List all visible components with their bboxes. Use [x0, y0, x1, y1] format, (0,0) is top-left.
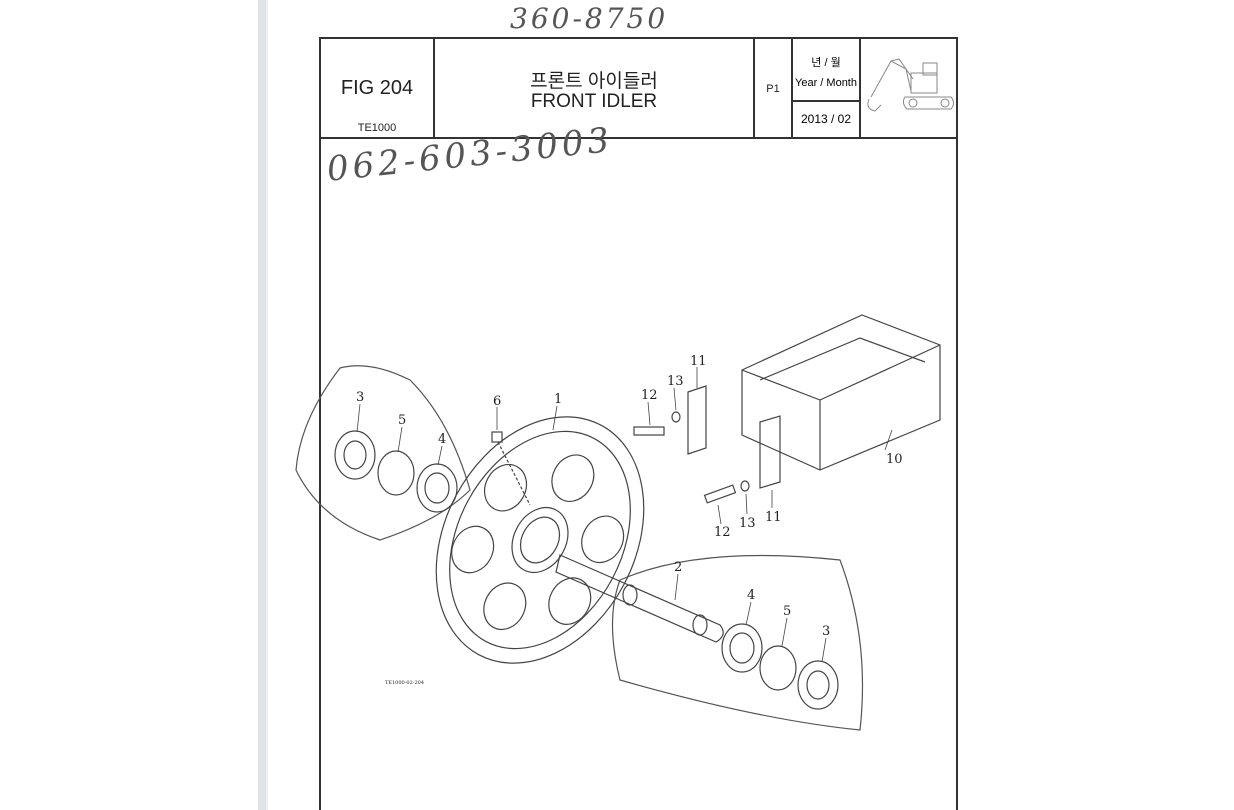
callout-5-left: 5: [398, 413, 406, 428]
year-month-cell: 년 / 월 Year / Month 2013 / 02: [793, 39, 861, 137]
snap-ring-left: [377, 450, 415, 496]
marked-area-right: [611, 554, 864, 731]
bracket-lower: [759, 415, 781, 489]
bearing-left: [416, 463, 458, 513]
callout-6: 6: [493, 394, 501, 409]
scan-edge: [258, 0, 266, 810]
callout-3-right: 3: [822, 624, 830, 639]
callout-4-right: 4: [747, 588, 755, 603]
plug: [491, 431, 503, 443]
scan-edge-highlight: [266, 0, 268, 810]
part-name-english: FRONT IDLER: [530, 91, 658, 112]
year-month-label-en: Year / Month: [795, 77, 857, 89]
callout-12-upper: 12: [641, 388, 658, 403]
title-block: FIG 204 TE1000 프론트 아이들러 FRONT IDLER P1 년…: [321, 39, 956, 139]
figure-number-cell: FIG 204 TE1000: [321, 39, 435, 137]
bolt-upper: [633, 426, 665, 436]
year-month-label-ko: 년 / 월: [811, 57, 841, 69]
floating-seal-right: [797, 660, 839, 710]
marked-area-left: [295, 365, 471, 541]
callout-3-left: 3: [356, 390, 364, 405]
figure-number: FIG 204: [340, 77, 414, 99]
washer-lower: [740, 480, 750, 492]
callout-4-left: 4: [438, 432, 446, 447]
page-cell: P1: [755, 39, 793, 137]
washer-upper: [671, 411, 681, 423]
callout-11-lower: 11: [765, 510, 782, 525]
callout-10: 10: [886, 452, 903, 467]
callout-5-right: 5: [783, 604, 791, 619]
callout-11-upper: 11: [690, 354, 707, 369]
bolt-lower: [703, 484, 737, 504]
bracket-upper: [687, 385, 707, 455]
idler-shaft: [555, 554, 724, 643]
callout-13-lower: 13: [739, 516, 756, 531]
bearing-right: [721, 623, 763, 673]
idler-yoke: [741, 314, 941, 471]
handwritten-phone-note: 360-8750: [510, 2, 669, 35]
parts-sheet: FIG 204 TE1000 프론트 아이들러 FRONT IDLER P1 년…: [319, 37, 958, 810]
callout-1: 1: [554, 392, 562, 407]
revision-date: 2013 / 02: [800, 112, 852, 126]
idler-wheel: [435, 416, 645, 664]
model-name: TE1000: [357, 122, 397, 134]
callout-2: 2: [674, 560, 682, 575]
drawing-code: TE1000-02-204: [385, 680, 424, 686]
floating-seal-left: [334, 430, 376, 480]
part-name-cell: 프론트 아이들러 FRONT IDLER: [435, 39, 755, 137]
callout-12-lower: 12: [714, 525, 731, 540]
page-number: P1: [766, 83, 780, 95]
divider: [793, 100, 859, 102]
snap-ring-right: [759, 645, 797, 691]
excavator-logo-cell: [861, 39, 958, 137]
callout-13-upper: 13: [667, 374, 684, 389]
excavator-icon: [867, 58, 954, 112]
part-name-korean: 프론트 아이들러: [530, 71, 658, 92]
